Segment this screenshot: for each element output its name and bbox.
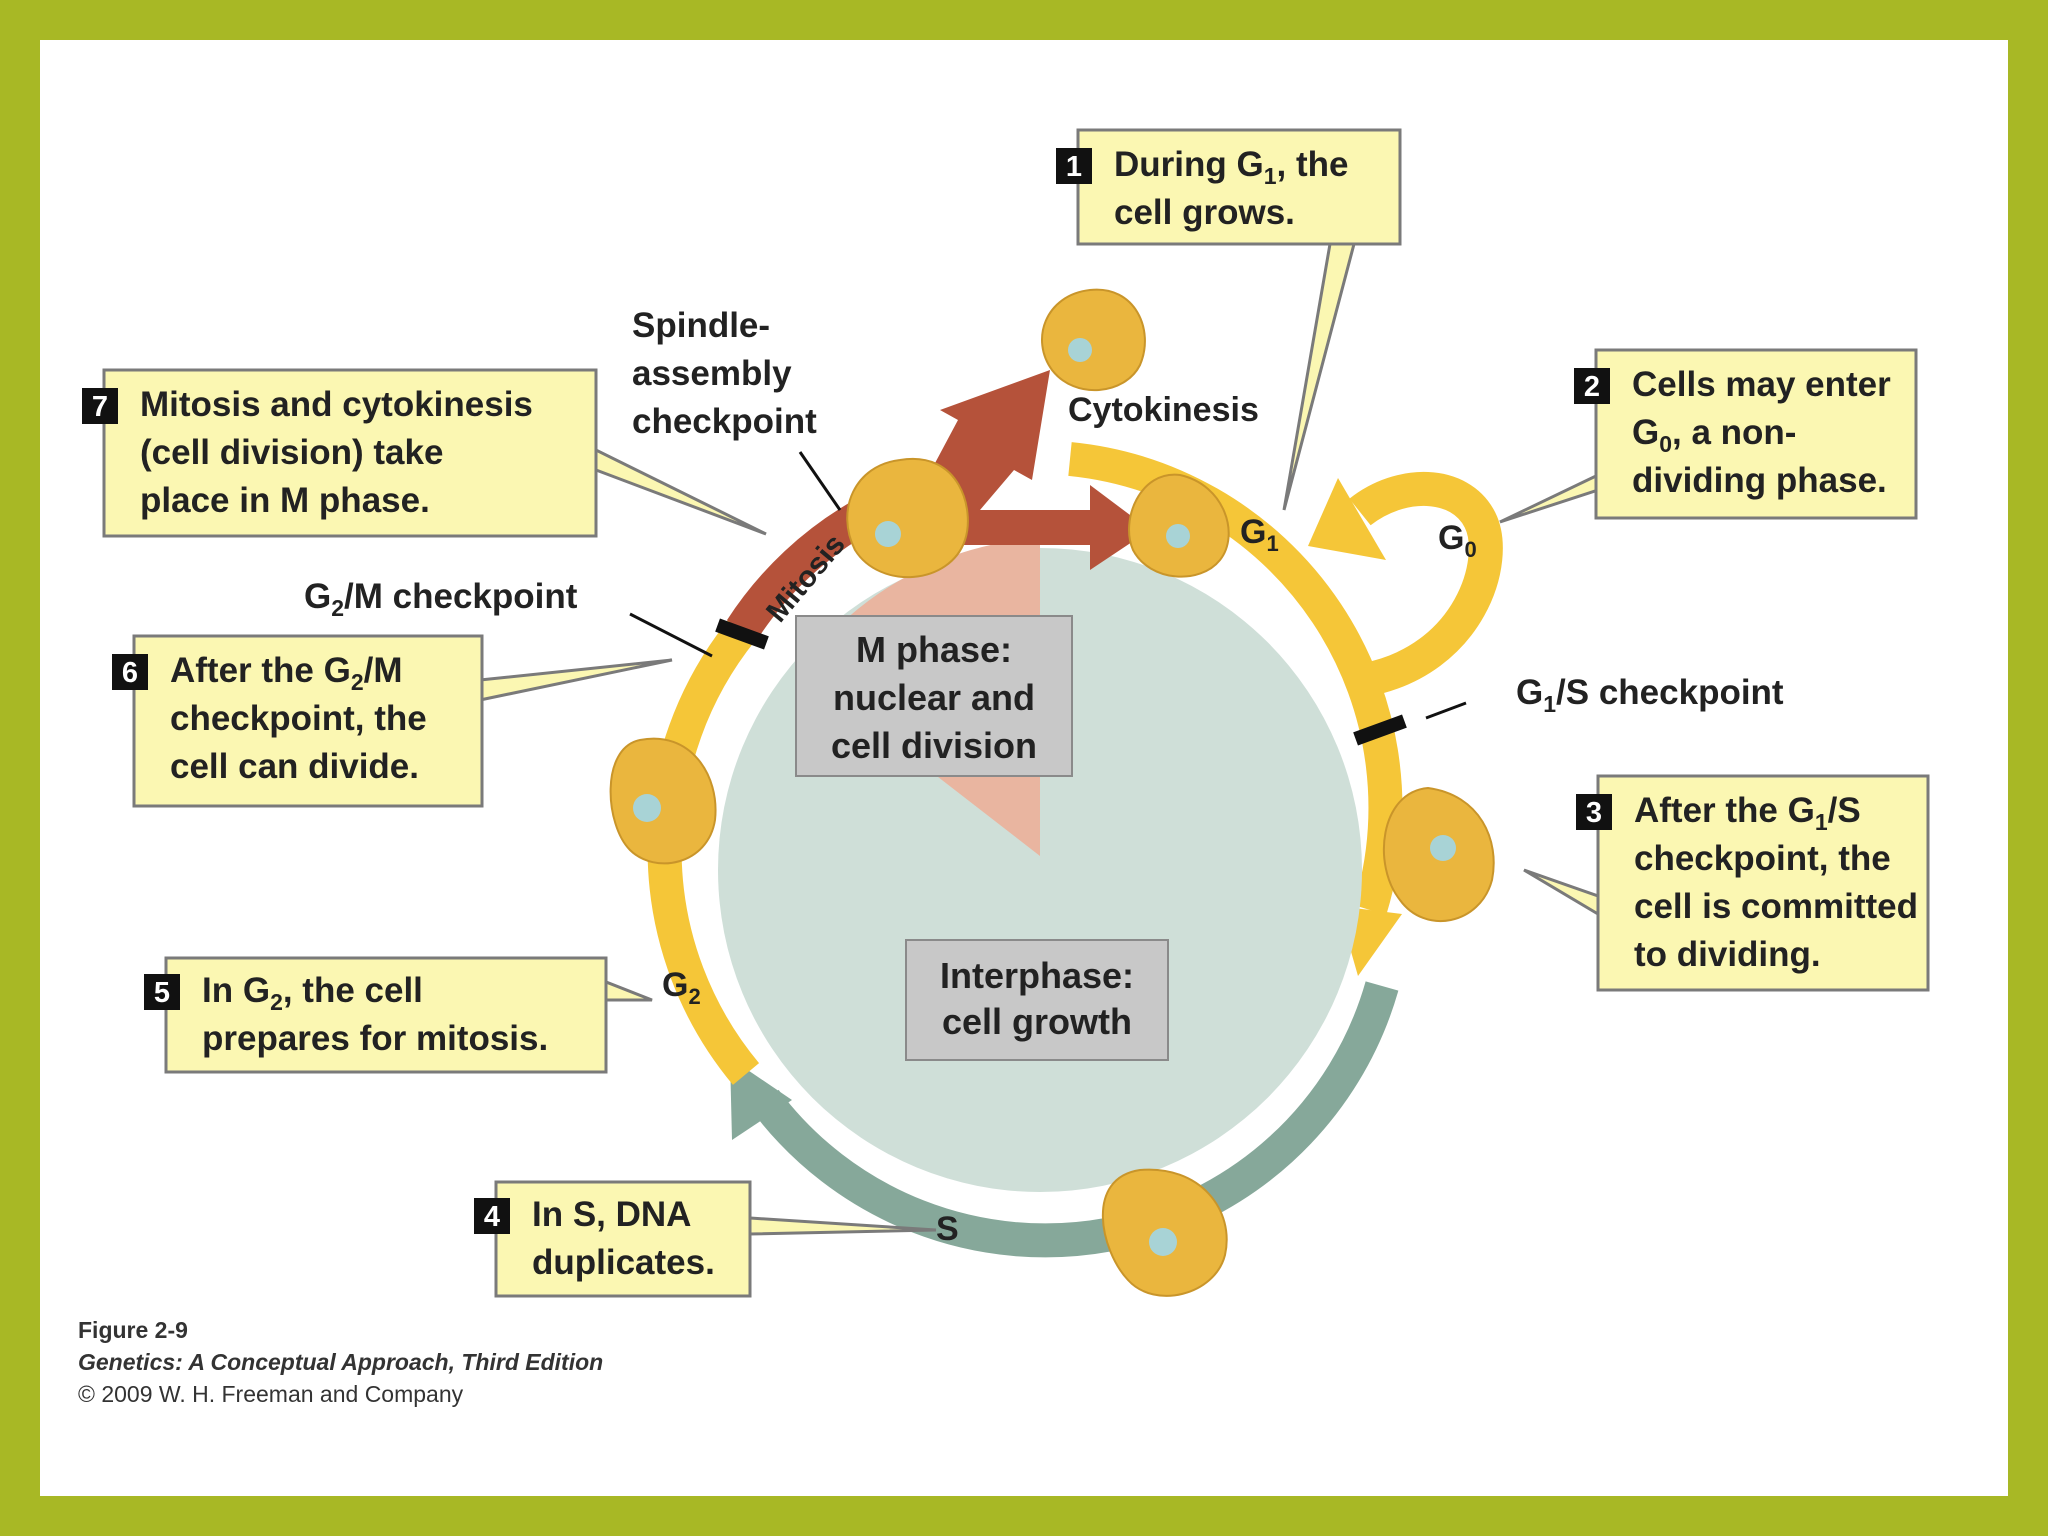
svg-text:cell is committed: cell is committed	[1634, 887, 1918, 926]
callout-1: 1 During G1, the cell grows.	[1056, 128, 1402, 246]
callout-5-number: 5	[154, 977, 170, 1009]
callout-4-number: 4	[484, 1201, 500, 1233]
svg-text:After the G1/S: After the G1/S	[1634, 791, 1861, 835]
g0-label: G0	[1438, 519, 1477, 562]
svg-text:Spindle-: Spindle-	[632, 306, 770, 345]
svg-text:cell grows.: cell grows.	[1114, 193, 1295, 232]
g1s-checkpoint-label: G1/S checkpoint	[1425, 673, 1784, 720]
svg-text:checkpoint, the: checkpoint, the	[170, 699, 427, 738]
svg-text:In G2, the cell: In G2, the cell	[202, 971, 423, 1015]
pointer-5	[604, 979, 653, 1002]
interphase-line-1: Interphase:	[940, 955, 1134, 996]
spindle-assembly-checkpoint-label: Spindle- assembly checkpoint	[632, 306, 842, 511]
svg-text:In S, DNA: In S, DNA	[532, 1195, 691, 1234]
callout-6: 6 After the G2/M checkpoint, the cell ca…	[112, 634, 484, 808]
svg-text:duplicates.: duplicates.	[532, 1243, 715, 1282]
pointer-2	[1499, 472, 1600, 524]
callout-5: 5 In G2, the cell prepares for mitosis.	[144, 956, 608, 1074]
cell-top	[1041, 288, 1146, 391]
pointer-7	[594, 447, 767, 536]
pointer-1	[1282, 242, 1356, 511]
g1s-checkpoint-mark	[1353, 714, 1407, 746]
svg-text:G0, a non-: G0, a non-	[1632, 413, 1796, 457]
svg-text:assembly: assembly	[632, 354, 792, 393]
figure-number: Figure 2-9	[78, 1317, 188, 1343]
callout-3: 3 After the G1/S checkpoint, the cell is…	[1576, 774, 1930, 992]
svg-text:G2/M checkpoint: G2/M checkpoint	[304, 577, 578, 621]
svg-text:During G1, the: During G1, the	[1114, 145, 1348, 189]
g2m-checkpoint-label: G2/M checkpoint	[304, 577, 713, 658]
cell-mitosis-left	[846, 457, 969, 579]
svg-text:(cell division) take: (cell division) take	[140, 433, 443, 472]
cell-g1-start	[1128, 473, 1230, 578]
svg-text:Cells may enter: Cells may enter	[1632, 365, 1891, 404]
callout-2-number: 2	[1584, 371, 1600, 403]
pointer-3	[1523, 868, 1600, 917]
svg-text:After the G2/M: After the G2/M	[170, 651, 403, 695]
callout-1-number: 1	[1066, 151, 1082, 183]
callout-pointers	[478, 242, 1600, 1236]
svg-text:to dividing.: to dividing.	[1634, 935, 1821, 974]
interphase-label-box: Interphase: cell growth	[905, 939, 1169, 1061]
book-title: Genetics: A Conceptual Approach, Third E…	[78, 1349, 604, 1375]
callout-7-number: 7	[92, 391, 108, 423]
svg-text:cell can divide.: cell can divide.	[170, 747, 419, 786]
g1-label: G1	[1240, 513, 1279, 556]
callout-3-number: 3	[1586, 797, 1602, 829]
svg-text:checkpoint, the: checkpoint, the	[1634, 839, 1891, 878]
g2m-checkpoint-mark	[715, 618, 769, 650]
g0-loop-arrowhead	[1308, 478, 1386, 560]
callout-6-number: 6	[122, 657, 138, 689]
m-phase-label-box: M phase: nuclear and cell division	[795, 615, 1073, 777]
s-label: S	[936, 1210, 959, 1248]
m-phase-line-2: nuclear and	[833, 677, 1035, 718]
svg-text:G1/S checkpoint: G1/S checkpoint	[1516, 673, 1784, 717]
svg-text:checkpoint: checkpoint	[632, 402, 817, 441]
m-phase-line-3: cell division	[831, 725, 1037, 766]
g2-label: G2	[662, 966, 701, 1009]
callout-4: 4 In S, DNA duplicates.	[474, 1180, 752, 1298]
svg-text:place in M phase.: place in M phase.	[140, 481, 430, 520]
svg-text:Mitosis and cytokinesis: Mitosis and cytokinesis	[140, 385, 533, 424]
s-phase-arrowhead	[730, 1058, 792, 1140]
copyright: © 2009 W. H. Freeman and Company	[78, 1381, 464, 1407]
cytokinesis-arrow	[910, 370, 1150, 570]
g0-loop-arrow	[1349, 471, 1503, 697]
interphase-line-2: cell growth	[942, 1001, 1132, 1042]
cell-g2	[609, 737, 717, 865]
cytokinesis-label: Cytokinesis	[1068, 391, 1259, 429]
figure-caption: Figure 2-9 Genetics: A Conceptual Approa…	[78, 1314, 603, 1410]
pointer-6	[478, 658, 673, 702]
cell-s-phase	[1101, 1168, 1228, 1297]
figure-panel: M phase: nuclear and cell division Inter…	[40, 40, 2008, 1496]
m-phase-line-1: M phase:	[856, 629, 1012, 670]
cell-cycle-diagram: M phase: nuclear and cell division Inter…	[82, 128, 1930, 1298]
svg-text:dividing phase.: dividing phase.	[1632, 461, 1887, 500]
cell-g1s	[1382, 786, 1495, 922]
callout-2: 2 Cells may enter G0, a non- dividing ph…	[1574, 348, 1918, 520]
callout-7: 7 Mitosis and cytokinesis (cell division…	[82, 368, 598, 538]
svg-text:prepares for mitosis.: prepares for mitosis.	[202, 1019, 548, 1058]
